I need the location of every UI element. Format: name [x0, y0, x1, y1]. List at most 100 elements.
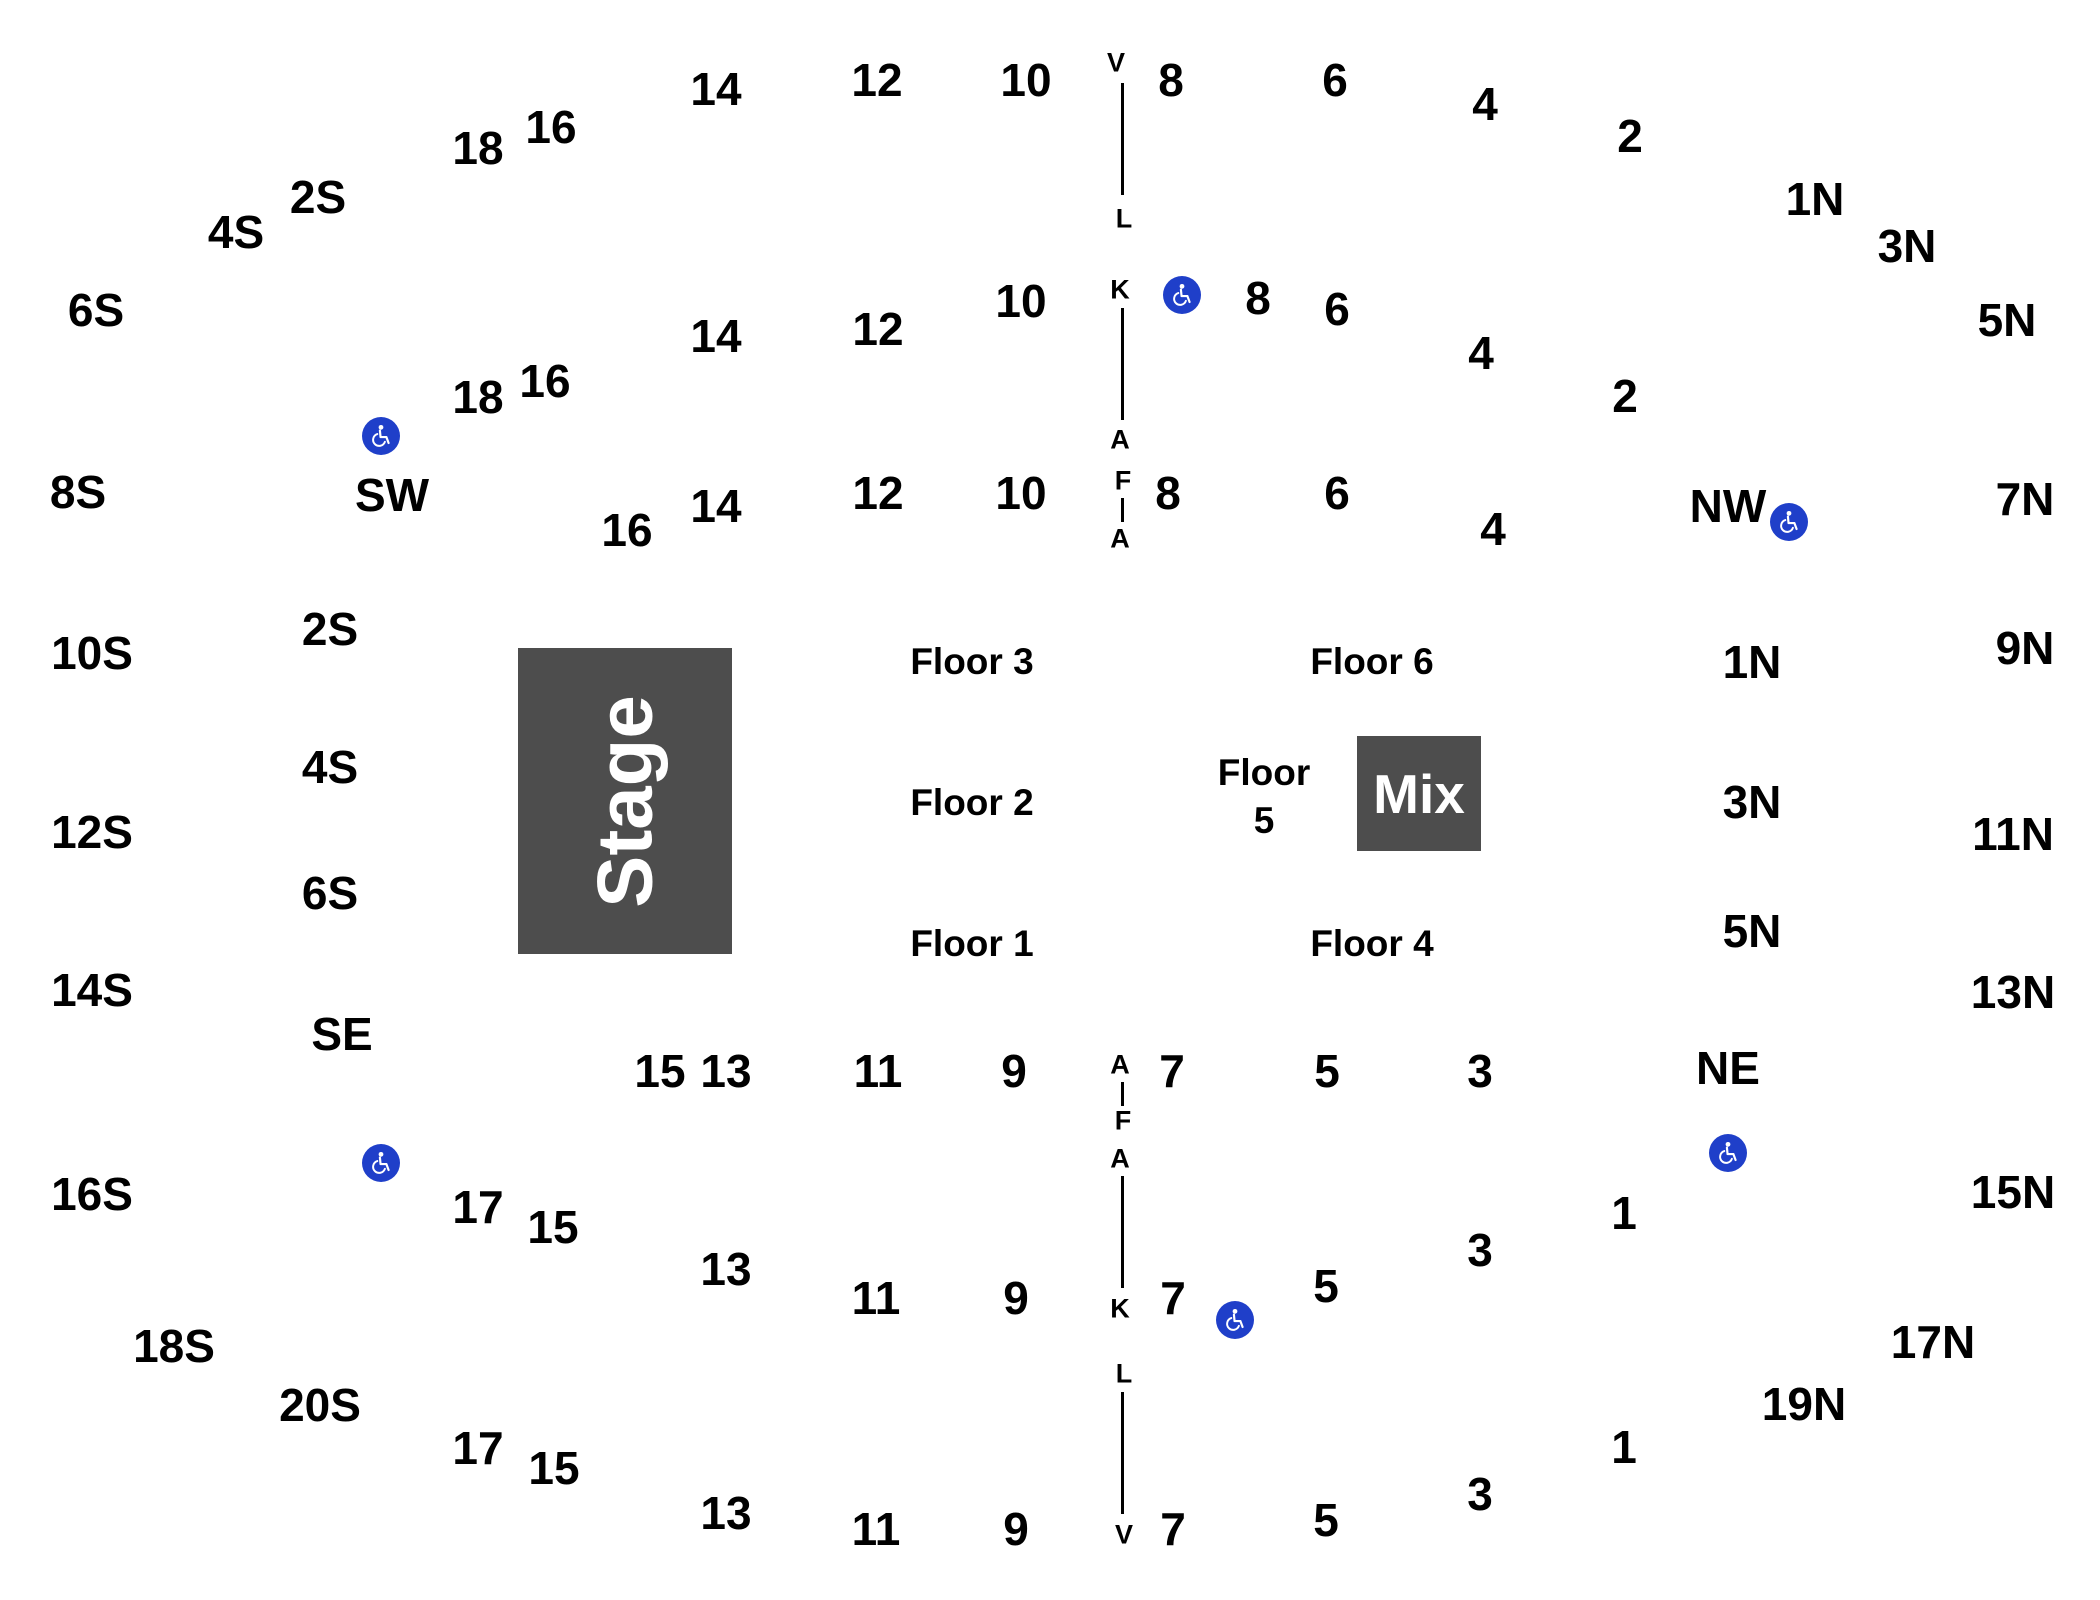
section-1n-outer[interactable]: 1N	[1785, 173, 1845, 225]
wheelchair-icon[interactable]	[362, 1144, 400, 1182]
wheelchair-icon[interactable]	[1216, 1301, 1254, 1339]
section-13-bot1[interactable]: 13	[700, 1045, 752, 1097]
aisle-line-bot1	[1121, 1082, 1124, 1106]
section-5-bot2[interactable]: 5	[1313, 1260, 1339, 1312]
section-5n-inner[interactable]: 5N	[1722, 905, 1782, 957]
section-16-top3[interactable]: 16	[601, 504, 653, 556]
section-9-bot2[interactable]: 9	[1003, 1272, 1029, 1324]
section-1-bot3[interactable]: 1	[1611, 1421, 1637, 1473]
section-10s[interactable]: 10S	[51, 627, 133, 679]
aisle-line-top3	[1121, 498, 1124, 522]
section-2-top2[interactable]: 2	[1612, 370, 1638, 422]
section-14s[interactable]: 14S	[51, 964, 133, 1016]
section-18-top2[interactable]: 18	[452, 371, 504, 423]
section-7-bot3[interactable]: 7	[1160, 1503, 1186, 1555]
section-6-top2[interactable]: 6	[1324, 283, 1350, 335]
section-12-top1[interactable]: 12	[851, 54, 903, 106]
section-16-top2[interactable]: 16	[519, 355, 571, 407]
section-3-bot3[interactable]: 3	[1467, 1468, 1493, 1520]
aisle-line-bot2	[1121, 1176, 1124, 1288]
section-sw[interactable]: SW	[354, 469, 430, 521]
section-13n[interactable]: 13N	[1970, 966, 2056, 1018]
section-ne[interactable]: NE	[1696, 1042, 1760, 1094]
section-4s-inner[interactable]: 4S	[301, 741, 359, 793]
section-3n-outer[interactable]: 3N	[1877, 220, 1937, 272]
floor-5-line1[interactable]: Floor	[1217, 751, 1311, 793]
section-2s-upper[interactable]: 2S	[289, 171, 347, 223]
section-9-bot1[interactable]: 9	[1001, 1045, 1027, 1097]
section-18-upper[interactable]: 18	[452, 122, 504, 174]
section-17-lower[interactable]: 17	[452, 1422, 504, 1474]
section-10-top3[interactable]: 10	[995, 467, 1047, 519]
wheelchair-icon[interactable]	[1709, 1134, 1747, 1172]
section-13-bot3[interactable]: 13	[700, 1487, 752, 1539]
section-10-top1[interactable]: 10	[1000, 54, 1052, 106]
section-8-top2[interactable]: 8	[1245, 272, 1271, 324]
section-nw[interactable]: NW	[1689, 480, 1767, 532]
section-4-top3[interactable]: 4	[1480, 503, 1506, 555]
section-12-top2[interactable]: 12	[852, 303, 904, 355]
section-11-bot1[interactable]: 11	[853, 1045, 903, 1097]
section-17-bot2[interactable]: 17	[452, 1181, 504, 1233]
section-19n[interactable]: 19N	[1761, 1378, 1847, 1430]
section-17n[interactable]: 17N	[1890, 1316, 1976, 1368]
section-14-top2[interactable]: 14	[690, 310, 742, 362]
stage: Stage	[518, 648, 732, 954]
section-8-top3[interactable]: 8	[1155, 467, 1181, 519]
section-16-upper[interactable]: 16	[525, 101, 577, 153]
section-12s[interactable]: 12S	[51, 806, 133, 858]
section-4-top1[interactable]: 4	[1472, 78, 1498, 130]
section-20s[interactable]: 20S	[279, 1379, 361, 1431]
section-8-top1[interactable]: 8	[1158, 54, 1184, 106]
floor-5-line2[interactable]: 5	[1253, 799, 1275, 841]
section-1n-inner[interactable]: 1N	[1722, 636, 1782, 688]
section-16s[interactable]: 16S	[51, 1168, 133, 1220]
section-5-bot1[interactable]: 5	[1314, 1045, 1340, 1097]
section-3-bot2[interactable]: 3	[1467, 1224, 1493, 1276]
section-15n[interactable]: 15N	[1970, 1166, 2056, 1218]
section-2-top1[interactable]: 2	[1617, 110, 1643, 162]
section-6-top1[interactable]: 6	[1322, 54, 1348, 106]
floor-6[interactable]: Floor 6	[1310, 640, 1434, 682]
section-6-top3[interactable]: 6	[1324, 467, 1350, 519]
section-6s-upper[interactable]: 6S	[67, 284, 125, 336]
section-4s-upper[interactable]: 4S	[207, 206, 265, 258]
row-letter-f-top: F	[1114, 465, 1132, 496]
wheelchair-icon[interactable]	[1770, 503, 1808, 541]
floor-1[interactable]: Floor 1	[910, 922, 1034, 964]
section-6s-inner[interactable]: 6S	[301, 867, 359, 919]
section-15-bot2[interactable]: 15	[527, 1201, 579, 1253]
section-11n[interactable]: 11N	[1972, 808, 2054, 860]
section-13-bot2[interactable]: 13	[700, 1243, 752, 1295]
section-9n[interactable]: 9N	[1995, 622, 2055, 674]
section-15-bot1[interactable]: 15	[634, 1045, 686, 1097]
section-11-bot2[interactable]: 11	[851, 1272, 901, 1324]
section-1-bot2[interactable]: 1	[1611, 1187, 1637, 1239]
section-11-bot3[interactable]: 11	[851, 1503, 901, 1555]
wheelchair-glyph	[1780, 510, 1798, 533]
section-se[interactable]: SE	[311, 1008, 373, 1060]
section-3-bot1[interactable]: 3	[1467, 1045, 1493, 1097]
section-12-top3[interactable]: 12	[852, 467, 904, 519]
floor-3[interactable]: Floor 3	[910, 640, 1034, 682]
floor-2[interactable]: Floor 2	[910, 781, 1034, 823]
floor-4[interactable]: Floor 4	[1310, 922, 1434, 964]
section-7n[interactable]: 7N	[1995, 473, 2055, 525]
section-7-bot2[interactable]: 7	[1160, 1272, 1186, 1324]
section-7-bot1[interactable]: 7	[1159, 1045, 1185, 1097]
section-2s-inner[interactable]: 2S	[301, 603, 359, 655]
section-15-lower[interactable]: 15	[528, 1442, 580, 1494]
section-8s[interactable]: 8S	[49, 466, 107, 518]
section-18s[interactable]: 18S	[133, 1320, 215, 1372]
section-9-bot3[interactable]: 9	[1003, 1503, 1029, 1555]
wheelchair-icon[interactable]	[362, 417, 400, 455]
section-14-top3[interactable]: 14	[690, 480, 742, 532]
wheelchair-icon[interactable]	[1163, 276, 1201, 314]
section-5n-outer[interactable]: 5N	[1977, 294, 2037, 346]
section-10-top2[interactable]: 10	[995, 275, 1047, 327]
section-14-top1[interactable]: 14	[690, 63, 742, 115]
section-4-top2[interactable]: 4	[1468, 327, 1494, 379]
section-3n-inner[interactable]: 3N	[1722, 776, 1782, 828]
section-5-bot3[interactable]: 5	[1313, 1494, 1339, 1546]
